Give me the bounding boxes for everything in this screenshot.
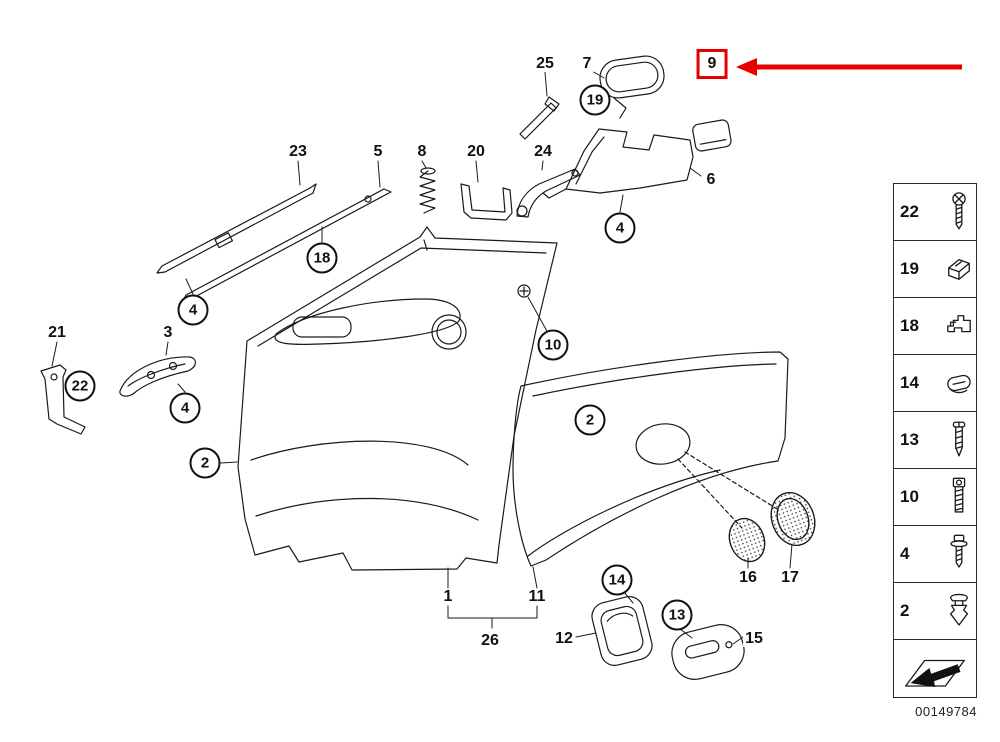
part-label-21[interactable]: 21 — [46, 324, 68, 341]
cap-part-9 — [692, 119, 732, 152]
fastener-number: 14 — [900, 373, 919, 392]
balloon-4-upper[interactable]: 4 — [604, 212, 636, 244]
handle-cup-part-12 — [591, 596, 653, 666]
sheet-metal-clip-icon — [945, 246, 973, 292]
part-label-1[interactable]: 1 — [441, 588, 455, 605]
fastener-item-10[interactable]: 10 — [894, 469, 976, 526]
part-label-16[interactable]: 16 — [737, 569, 759, 586]
part-label-5[interactable]: 5 — [371, 143, 385, 160]
spring-part-8 — [419, 167, 436, 214]
pin-part-25 — [519, 96, 560, 140]
balloon-2-left[interactable]: 2 — [189, 447, 221, 479]
fastener-item-14[interactable]: 14 — [894, 355, 976, 412]
bracket-part-20 — [460, 183, 513, 221]
fastener-number: 18 — [900, 316, 919, 335]
balloon-10[interactable]: 10 — [537, 329, 569, 361]
part-label-3[interactable]: 3 — [161, 324, 175, 341]
fastener-number: 22 — [900, 202, 919, 221]
part-label-12[interactable]: 12 — [553, 630, 575, 647]
part-label-7[interactable]: 7 — [580, 55, 594, 72]
trim-part-6 — [542, 128, 694, 199]
leader-lines — [51, 70, 793, 645]
fastener-item-2[interactable]: 2 — [894, 583, 976, 640]
fastener-number: 10 — [900, 487, 919, 506]
torx-screw-icon — [945, 474, 973, 520]
part-label-25[interactable]: 25 — [534, 55, 556, 72]
fastener-number: 2 — [900, 601, 910, 620]
phillips-screw-icon — [945, 189, 973, 235]
part-label-15[interactable]: 15 — [743, 630, 765, 647]
grouping-bracket — [447, 605, 538, 629]
balloon-13[interactable]: 13 — [661, 599, 693, 631]
fastener-item-18[interactable]: 18 — [894, 298, 976, 355]
cover-part-7 — [599, 55, 665, 119]
balloon-18[interactable]: 18 — [306, 242, 338, 274]
trim-part-3 — [119, 356, 196, 397]
balloon-22[interactable]: 22 — [64, 370, 96, 402]
balloon-4-rail[interactable]: 4 — [177, 294, 209, 326]
balloon-14[interactable]: 14 — [601, 564, 633, 596]
tapping-screw-icon — [945, 417, 973, 463]
fastener-item-19[interactable]: 19 — [894, 241, 976, 298]
part-label-24[interactable]: 24 — [532, 143, 554, 160]
bracket-clip-icon — [945, 303, 973, 349]
fastener-number: 19 — [900, 259, 919, 278]
balloon-4-lower[interactable]: 4 — [169, 392, 201, 424]
speed-nut-icon — [945, 360, 973, 406]
fastener-item-13[interactable]: 13 — [894, 412, 976, 469]
balloon-19[interactable]: 19 — [579, 84, 611, 116]
part-label-11[interactable]: 11 — [526, 588, 548, 605]
part-label-8[interactable]: 8 — [415, 143, 429, 160]
fastener-number: 4 — [900, 544, 910, 563]
direction-of-travel-arrow-icon — [901, 648, 969, 690]
highlight-arrow — [736, 58, 962, 76]
fastener-legend: 22 19 18 — [893, 183, 977, 698]
fastener-item-22[interactable]: 22 — [894, 184, 976, 241]
expanding-rivet-icon — [945, 588, 973, 634]
balloon-2-right[interactable]: 2 — [574, 404, 606, 436]
rear-side-panel — [512, 351, 789, 567]
strip-part-5 — [182, 188, 392, 302]
part-label-6[interactable]: 6 — [704, 171, 718, 188]
fastener-item-4[interactable]: 4 — [894, 526, 976, 583]
part-label-26[interactable]: 26 — [479, 632, 501, 649]
part-label-9-highlighted[interactable]: 9 — [696, 49, 728, 79]
part-label-20[interactable]: 20 — [465, 143, 487, 160]
rail-part-23 — [156, 183, 317, 274]
lever-part-24 — [516, 168, 581, 218]
part-label-17[interactable]: 17 — [779, 569, 801, 586]
escutcheon-part-15 — [671, 624, 745, 680]
fastener-number: 13 — [900, 430, 919, 449]
washer-screw-icon — [945, 531, 973, 577]
part-label-23[interactable]: 23 — [287, 143, 309, 160]
main-trim-panel — [237, 226, 558, 571]
direction-arrow-cell — [894, 640, 976, 697]
image-number: 00149784 — [915, 704, 977, 719]
bracket-part-21 — [40, 364, 86, 435]
speaker-grilles — [728, 492, 816, 563]
